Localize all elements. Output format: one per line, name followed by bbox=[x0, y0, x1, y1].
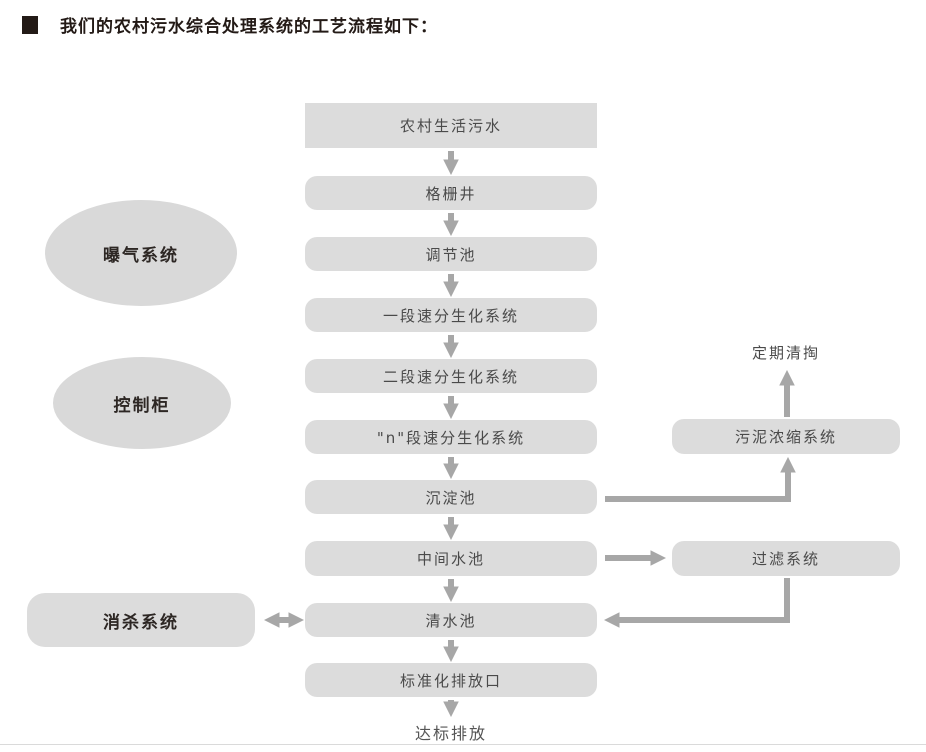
flow-step-regulating-tank: 调节池 bbox=[305, 237, 597, 271]
sludge-elbow-arrow-icon bbox=[605, 456, 796, 502]
flow-step-discharge-outlet: 标准化排放口 bbox=[305, 663, 597, 697]
filter-return-arrow-icon bbox=[603, 578, 790, 628]
sludge-thickening-box: 污泥浓缩系统 bbox=[672, 419, 900, 454]
flow-step-bio-stage-1: 一段速分生化系统 bbox=[305, 298, 597, 332]
flow-step-sedimentation-tank: 沉淀池 bbox=[305, 480, 597, 514]
flow-step-intermediate-pool: 中间水池 bbox=[305, 541, 597, 576]
flow-step-clear-water-tank: 清水池 bbox=[305, 603, 597, 637]
filter-system-box: 过滤系统 bbox=[672, 541, 900, 576]
flow-step-bio-stage-n: "n"段速分生化系统 bbox=[305, 420, 597, 454]
page-title: 我们的农村污水综合处理系统的工艺流程如下： bbox=[60, 17, 438, 37]
aeration-system-ellipse: 曝气系统 bbox=[45, 200, 237, 306]
periodic-cleanout-label: 定期清掏 bbox=[751, 344, 820, 362]
disinfection-system-box: 消杀系统 bbox=[27, 593, 255, 647]
flow-step-grid-well: 格栅井 bbox=[305, 176, 597, 210]
flow-step-bio-stage-2: 二段速分生化系统 bbox=[305, 359, 597, 393]
control-cabinet-ellipse: 控制柜 bbox=[53, 357, 231, 449]
square-bullet-icon bbox=[22, 15, 38, 34]
outcome-label: 达标排放 bbox=[414, 724, 487, 743]
flow-step-rural-sewage: 农村生活污水 bbox=[305, 103, 597, 148]
bottom-divider bbox=[0, 744, 926, 745]
page-title-row: 我们的农村污水综合处理系统的工艺流程如下： bbox=[22, 12, 438, 37]
